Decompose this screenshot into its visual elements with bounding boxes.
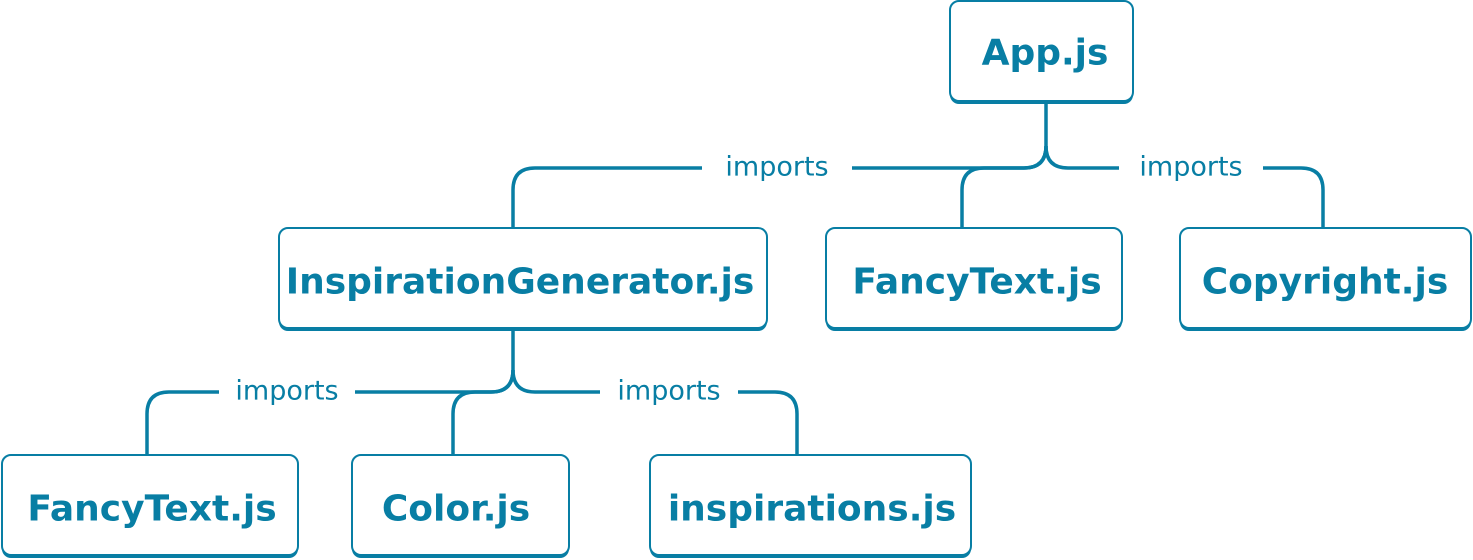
node-label-fancy-text-bottom: FancyText.js xyxy=(27,489,276,530)
edge-generator-to-inspirations xyxy=(511,369,799,455)
edge-app-to-fancy-text xyxy=(960,145,1048,228)
node-label-inspiration-generator: InspirationGenerator.js xyxy=(286,262,755,303)
node-fancy-text-top: FancyText.js xyxy=(825,227,1123,331)
node-label-app: App.js xyxy=(982,33,1109,74)
edge-label-app-left: imports xyxy=(725,152,828,183)
edge-generator-to-color xyxy=(451,369,515,455)
node-app: App.js xyxy=(949,0,1134,104)
node-fancy-text-bottom: FancyText.js xyxy=(1,454,299,558)
edge-labels: imports imports imports imports xyxy=(219,150,1263,410)
node-label-inspirations: inspirations.js xyxy=(668,489,956,530)
edge-label-app-right: imports xyxy=(1139,152,1242,183)
node-label-fancy-text-top: FancyText.js xyxy=(852,262,1101,303)
node-copyright: Copyright.js xyxy=(1179,227,1472,331)
node-label-copyright: Copyright.js xyxy=(1202,262,1449,303)
edge-label-generator-right: imports xyxy=(617,376,720,407)
edge-app-to-copyright xyxy=(1044,145,1325,228)
node-color: Color.js xyxy=(351,454,570,558)
node-inspirations: inspirations.js xyxy=(649,454,972,558)
edge-label-generator-left: imports xyxy=(235,376,338,407)
node-label-color: Color.js xyxy=(382,489,530,530)
node-inspiration-generator: InspirationGenerator.js xyxy=(278,227,768,331)
